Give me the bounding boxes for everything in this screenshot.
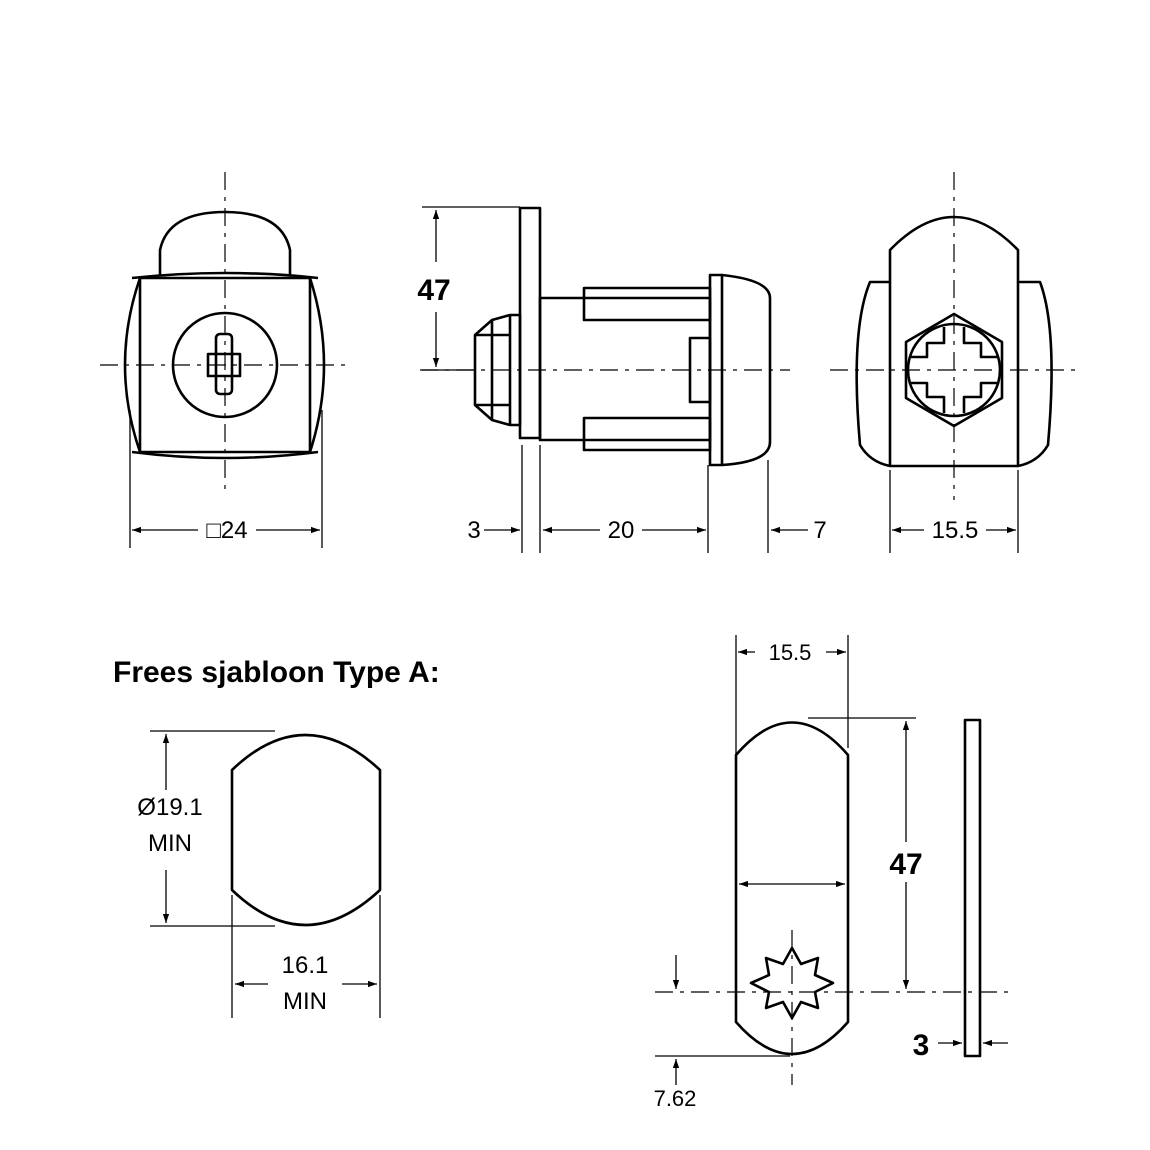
side-height-label: 47 bbox=[417, 274, 450, 307]
template-title: Frees sjabloon Type A: bbox=[113, 656, 440, 689]
cam-length-label: 47 bbox=[889, 848, 922, 881]
side-dim-c: 7 bbox=[813, 517, 826, 544]
cutout-diameter-label: Ø19.1 bbox=[137, 794, 202, 821]
cutout-width-min: MIN bbox=[283, 988, 327, 1015]
rear-width-label: 15.5 bbox=[932, 517, 979, 544]
cam-thickness-label: 3 bbox=[913, 1029, 930, 1062]
cam-offset-label: 7.62 bbox=[654, 1086, 697, 1111]
cam-width-label: 15.5 bbox=[769, 640, 812, 665]
rear-view: 15.5 bbox=[830, 172, 1075, 553]
side-dim-b: 20 bbox=[608, 517, 635, 544]
cam-view: 15.5 47 3 7.62 bbox=[654, 635, 1012, 1111]
side-view: 47 3 20 7 bbox=[417, 206, 827, 553]
front-view: □24 bbox=[100, 172, 350, 548]
side-dim-a: 3 bbox=[467, 517, 480, 544]
cutout-diameter-min: MIN bbox=[148, 830, 192, 857]
cutout-template: Ø19.1 MIN 16.1 MIN bbox=[137, 730, 382, 1018]
front-square-label: □24 bbox=[206, 517, 247, 544]
cutout-width-label: 16.1 bbox=[282, 952, 329, 979]
